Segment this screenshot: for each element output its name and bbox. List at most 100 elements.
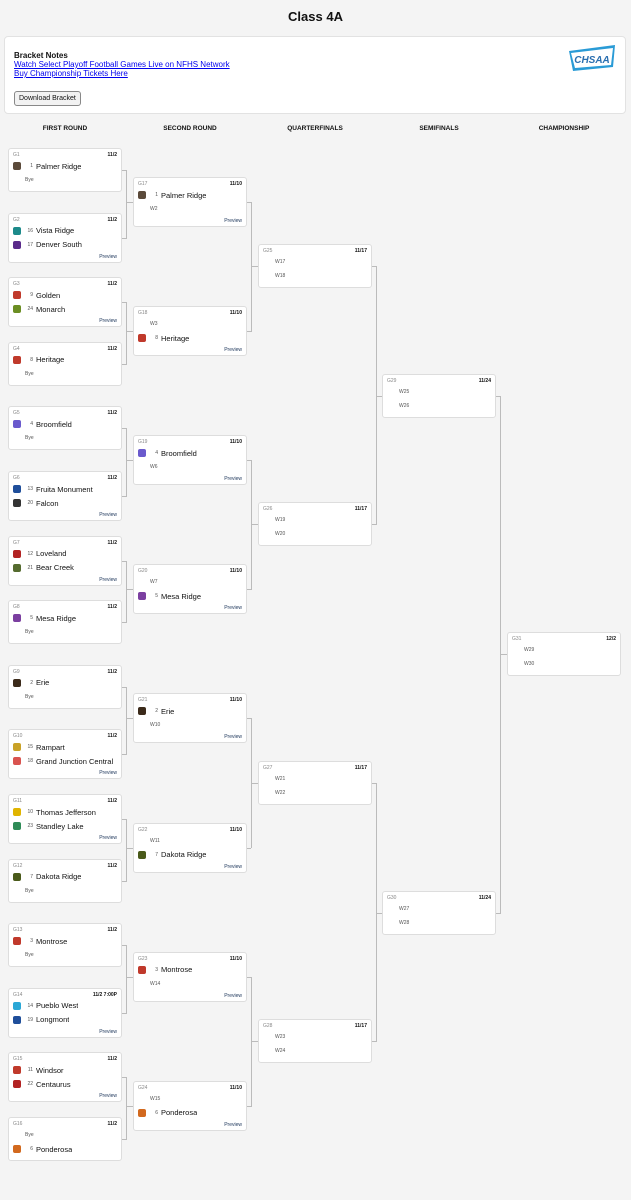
team-name[interactable]: Monarch bbox=[36, 304, 66, 314]
team-name[interactable]: Palmer Ridge bbox=[36, 161, 82, 171]
nfhs-network-link[interactable]: Watch Select Playoff Football Games Live… bbox=[14, 60, 230, 69]
championship-tickets-link[interactable]: Buy Championship Tickets Here bbox=[14, 69, 128, 78]
team-name[interactable]: Ponderosa bbox=[161, 1108, 198, 1118]
team-name[interactable]: Broomfield bbox=[36, 419, 72, 429]
team-name[interactable]: Bear Creek bbox=[36, 563, 74, 573]
team-name[interactable]: Mesa Ridge bbox=[36, 613, 77, 623]
team-name[interactable]: Thomas Jefferson bbox=[36, 807, 96, 817]
download-bracket-button[interactable]: Download Bracket bbox=[14, 91, 81, 106]
preview-link[interactable]: Preview bbox=[99, 253, 117, 260]
team-name[interactable]: Heritage bbox=[36, 355, 65, 365]
team-name[interactable]: Loveland bbox=[36, 549, 67, 559]
team-name[interactable]: Golden bbox=[36, 290, 61, 300]
preview-link[interactable]: Preview bbox=[224, 734, 242, 741]
team-name[interactable]: Heritage bbox=[161, 333, 190, 343]
team-name[interactable]: Erie bbox=[36, 678, 50, 688]
team-name[interactable]: Ponderosa bbox=[36, 1144, 73, 1154]
preview-link[interactable]: Preview bbox=[224, 218, 242, 224]
preview-link[interactable]: Preview bbox=[99, 1028, 117, 1035]
team-name[interactable]: Fruita Monument bbox=[36, 484, 93, 494]
team-name[interactable]: Erie bbox=[161, 706, 175, 716]
preview-link[interactable]: Preview bbox=[99, 576, 117, 583]
team-name[interactable]: Dakota Ridge bbox=[161, 850, 207, 859]
team-name[interactable]: Longmont bbox=[36, 1015, 70, 1025]
team-name[interactable]: Denver South bbox=[36, 240, 82, 250]
preview-link[interactable]: Preview bbox=[224, 347, 242, 354]
team-name[interactable]: Montrose bbox=[161, 965, 193, 975]
team-name[interactable]: Pueblo West bbox=[36, 1001, 79, 1011]
team-name[interactable]: Windsor bbox=[36, 1065, 64, 1075]
preview-link[interactable]: Preview bbox=[99, 318, 117, 325]
team-name[interactable]: Grand Junction Central bbox=[36, 756, 114, 766]
preview-link[interactable]: Preview bbox=[224, 605, 242, 612]
preview-link[interactable]: Preview bbox=[99, 835, 117, 841]
team-name[interactable]: Falcon bbox=[36, 498, 59, 508]
preview-link[interactable]: Preview bbox=[99, 512, 117, 518]
team-name[interactable]: Broomfield bbox=[161, 448, 197, 458]
preview-link[interactable]: Preview bbox=[224, 992, 242, 999]
preview-link[interactable]: Preview bbox=[224, 1121, 242, 1128]
preview-link[interactable]: Preview bbox=[99, 1093, 117, 1100]
preview-link[interactable]: Preview bbox=[224, 863, 242, 870]
team-name[interactable]: Vista Ridge bbox=[36, 226, 75, 236]
team-name[interactable]: Rampart bbox=[36, 742, 65, 752]
preview-link[interactable]: Preview bbox=[99, 770, 117, 777]
team-name[interactable]: Montrose bbox=[36, 936, 68, 946]
